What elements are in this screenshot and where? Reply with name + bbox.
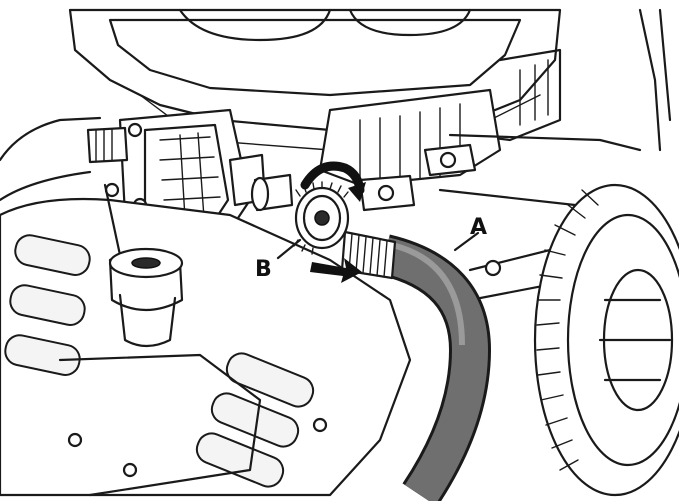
garden-hose	[379, 234, 492, 501]
water-inlet-fitting	[250, 173, 350, 255]
push-arrow	[310, 258, 362, 283]
motor-body	[318, 88, 502, 212]
oil-fill-cap	[103, 183, 184, 348]
callout-leaders	[276, 231, 480, 260]
callout-label-a: A	[470, 215, 487, 240]
rotation-arrow	[300, 161, 366, 202]
hose-coupler	[340, 230, 397, 280]
wheel	[533, 183, 679, 497]
lower-housing	[0, 197, 412, 497]
callout-label-b: B	[255, 257, 272, 282]
